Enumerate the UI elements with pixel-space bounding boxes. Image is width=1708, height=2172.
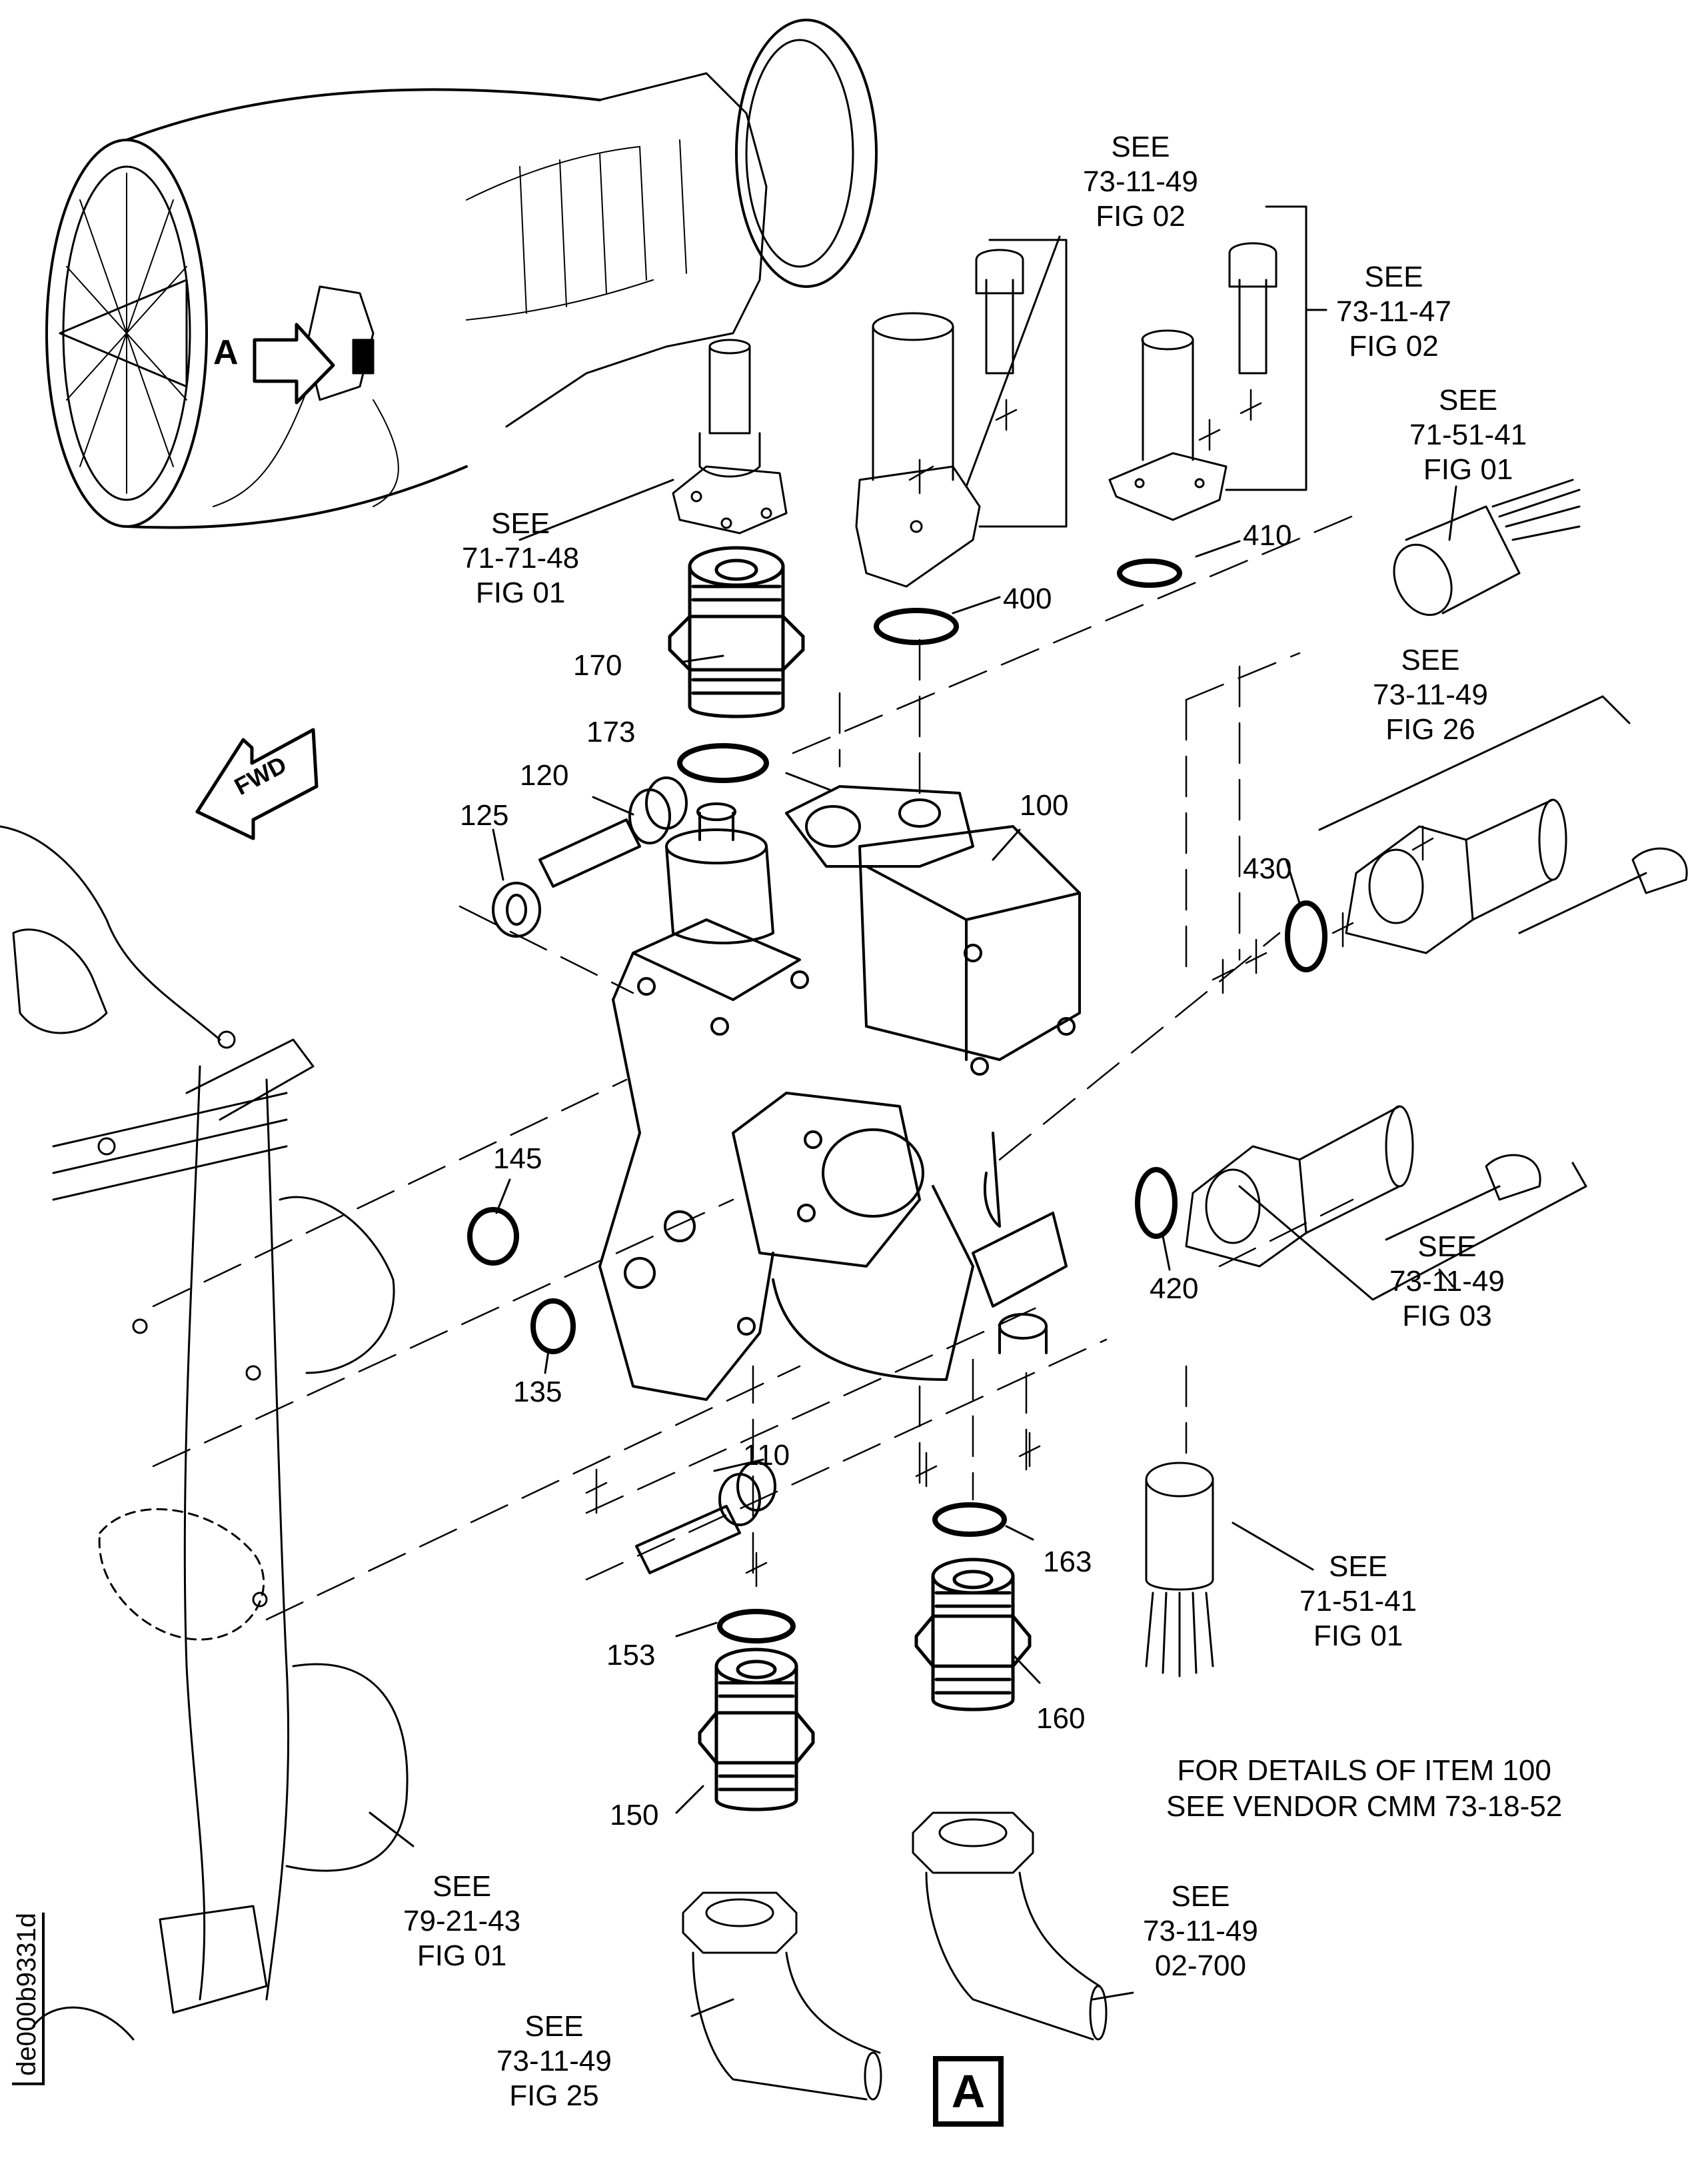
locator-arrow bbox=[255, 325, 333, 403]
electrical-connector-top bbox=[1383, 480, 1579, 624]
flange-tube-73-11-47 bbox=[1110, 331, 1226, 520]
item-number-110: 110 bbox=[743, 1439, 790, 1472]
item-number-145: 145 bbox=[493, 1142, 542, 1175]
aircraft-structure bbox=[0, 826, 407, 2039]
reference-label: SEE 73-11-49 FIG 26 bbox=[1373, 644, 1488, 746]
bolt-110 bbox=[636, 1462, 775, 1573]
item-number-135: 135 bbox=[513, 1376, 562, 1408]
view-marker: A bbox=[933, 2056, 1004, 2127]
union-fitting-150 bbox=[700, 1649, 813, 1809]
item-number-160: 160 bbox=[1036, 1702, 1086, 1735]
reference-label: SEE 73-11-49 FIG 25 bbox=[496, 2010, 612, 2112]
reference-label: SEE 73-11-49 FIG 02 bbox=[1083, 131, 1198, 233]
item-number-153: 153 bbox=[606, 1639, 656, 1671]
flange-tube-fig03 bbox=[1186, 1106, 1540, 1266]
main-unit-item-100 bbox=[600, 786, 1080, 1400]
reference-label: SEE 73-11-47 FIG 02 bbox=[1336, 261, 1451, 363]
engine-locator bbox=[47, 20, 876, 528]
centerline-ticks bbox=[586, 390, 1433, 1586]
item-number-173: 173 bbox=[586, 716, 636, 748]
item-number-125: 125 bbox=[460, 799, 509, 832]
item-number-150: 150 bbox=[610, 1799, 659, 1831]
pressure-sensor-part bbox=[673, 340, 786, 533]
item-number-100: 100 bbox=[1020, 789, 1069, 822]
figure-id: de000b9331d bbox=[12, 1913, 45, 2085]
packing-rings bbox=[470, 561, 1325, 1641]
fwd-arrow bbox=[197, 730, 317, 838]
item-number-400: 400 bbox=[1003, 582, 1052, 615]
assembly-centerlines bbox=[153, 513, 1359, 1620]
reference-label: SEE 71-71-48 FIG 01 bbox=[462, 507, 580, 609]
item-number-430: 430 bbox=[1243, 852, 1292, 885]
vendor-cmm-note: FOR DETAILS OF ITEM 100 SEE VENDOR CMM 7… bbox=[1166, 1754, 1563, 1823]
bolt-top-right bbox=[1230, 243, 1276, 373]
item-number-120: 120 bbox=[520, 759, 569, 792]
reference-label: SEE 71-51-41 FIG 01 bbox=[1409, 384, 1527, 486]
reference-label: SEE 73-11-49 FIG 03 bbox=[1389, 1230, 1505, 1332]
tube-elbow-left bbox=[683, 1893, 881, 2099]
reference-label: SEE 79-21-43 FIG 01 bbox=[403, 1870, 521, 1972]
reference-label: SEE 71-51-41 FIG 01 bbox=[1299, 1550, 1417, 1652]
flange-tube-73-11-49 bbox=[856, 313, 980, 586]
bolt-top-center bbox=[976, 250, 1023, 373]
washer-125 bbox=[493, 883, 540, 936]
item-number-163: 163 bbox=[1043, 1546, 1092, 1578]
electrical-connector-bottom bbox=[1146, 1463, 1213, 1676]
leader-lines bbox=[370, 207, 1629, 2016]
union-fitting-160 bbox=[916, 1560, 1030, 1709]
flange-tube-fig26 bbox=[1346, 800, 1687, 953]
item-number-170: 170 bbox=[573, 649, 622, 682]
bolt-120 bbox=[540, 778, 686, 886]
locator-letter: A bbox=[213, 333, 239, 372]
reference-label: SEE 73-11-49 02-700 bbox=[1143, 1880, 1258, 1982]
tube-elbow-right bbox=[913, 1813, 1106, 2039]
item-number-410: 410 bbox=[1243, 519, 1292, 552]
item-number-420: 420 bbox=[1150, 1272, 1199, 1305]
union-fitting-170 bbox=[670, 548, 803, 716]
